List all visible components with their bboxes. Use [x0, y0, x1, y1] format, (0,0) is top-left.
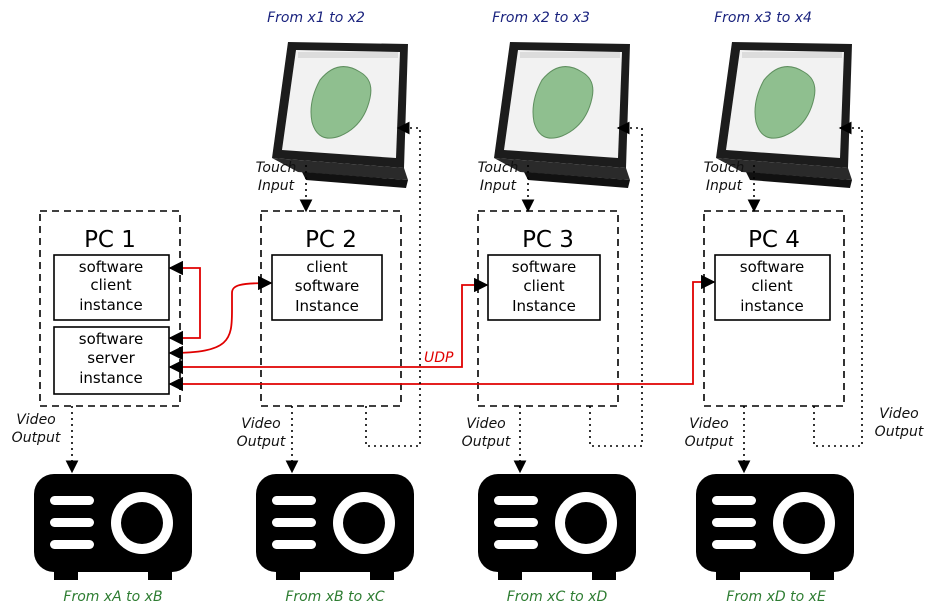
projector-range-label-4: From xD to xE — [726, 589, 826, 605]
video-output-label-2a: Video — [241, 416, 281, 432]
touch-input-label-3a: Touch — [704, 160, 745, 176]
pc4-client-line-3: instance — [740, 297, 804, 315]
projector-icon-1 — [34, 474, 192, 580]
pc1-client-line-3: instance — [79, 296, 143, 314]
projector-range-label-2: From xB to xC — [285, 589, 385, 605]
pc2-client-line-3: Instance — [295, 297, 359, 315]
monitor-feedback-3 — [589, 121, 643, 447]
pc3-client-line-2: client — [523, 277, 564, 295]
pc3-client-line-3: Instance — [512, 297, 576, 315]
pc2-client-line-1: client — [306, 258, 347, 276]
pc4-client-line-2: client — [751, 277, 792, 295]
pc4-client-instance-box — [714, 254, 831, 321]
video-output-label-2b: Output — [237, 434, 286, 450]
projector-range-label-3: From xC to xD — [507, 589, 608, 605]
udp-label: UDP — [424, 350, 454, 366]
pc-title-1: PC 1 — [84, 227, 136, 253]
link-pc1-client-server — [168, 260, 201, 346]
link-pc2-server — [168, 275, 273, 361]
pc1-server-line-1: software — [79, 330, 143, 348]
link-pc4-server — [168, 274, 716, 392]
monitor-range-label-3: From x3 to x4 — [714, 10, 812, 26]
touch-input-label-3b: Input — [706, 178, 743, 194]
touch-monitor-2 — [494, 42, 630, 188]
projector-icon-2 — [256, 474, 414, 580]
touch-monitor-1 — [272, 42, 408, 188]
touch-monitor-3 — [716, 42, 852, 188]
monitor-range-label-2: From x2 to x3 — [492, 10, 590, 26]
touch-input-label-1b: Input — [258, 178, 295, 194]
pc1-server-line-2: server — [87, 349, 135, 367]
projector-range-label-1: From xA to xB — [63, 589, 162, 605]
pc1-server-instance-box — [53, 326, 170, 395]
pc1-client-line-1: software — [79, 258, 143, 276]
projector-icon-4 — [696, 474, 854, 580]
hand-model-icon — [532, 66, 594, 139]
video-output-label-4a: Video — [689, 416, 729, 432]
pc-title-3: PC 3 — [522, 227, 574, 253]
monitor-output-label-4a: Video — [879, 406, 919, 422]
video-output-label-3b: Output — [462, 434, 511, 450]
monitor-range-label-1: From x1 to x2 — [267, 10, 365, 26]
pc-title-2: PC 2 — [305, 227, 357, 253]
touch-input-label-1a: Touch — [256, 160, 297, 176]
touch-input-label-2b: Input — [480, 178, 517, 194]
pc1-client-instance-box — [53, 254, 170, 321]
pc1-client-line-2: client — [90, 276, 131, 294]
hand-model-icon — [310, 66, 372, 139]
projector-icon-3 — [478, 474, 636, 580]
pc4-client-line-1: software — [740, 258, 804, 276]
pc-title-4: PC 4 — [748, 227, 800, 253]
pc2-client-line-2: software — [295, 277, 359, 295]
touch-input-label-2a: Touch — [478, 160, 519, 176]
video-output-label-4b: Output — [685, 434, 734, 450]
video-output-label-1a: Video — [16, 412, 56, 428]
video-output-label-1b: Output — [12, 430, 61, 446]
hand-model-icon — [754, 66, 816, 139]
video-output-label-3a: Video — [466, 416, 506, 432]
pc3-client-line-1: software — [512, 258, 576, 276]
monitor-output-label-4b: Output — [875, 424, 924, 440]
pc1-server-line-3: instance — [79, 369, 143, 387]
